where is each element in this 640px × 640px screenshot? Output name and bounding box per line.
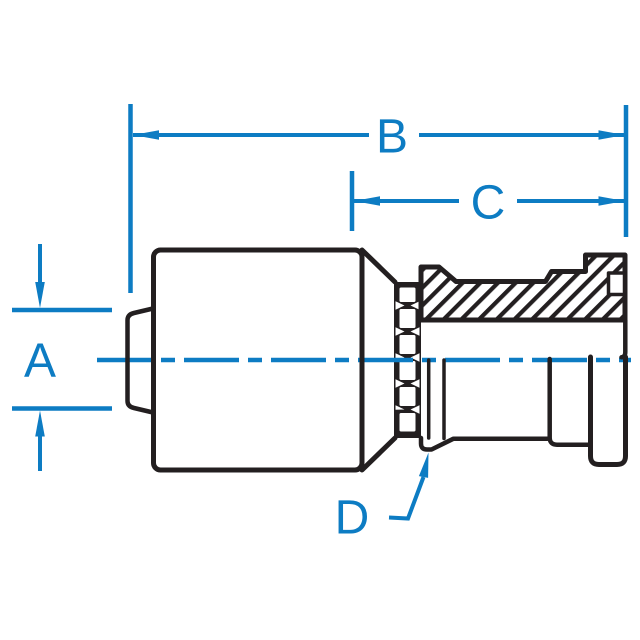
dimension-label-c: C <box>471 177 506 230</box>
oring-notch <box>606 271 627 297</box>
arrowhead-b-left <box>133 130 159 140</box>
arrowhead-b-right <box>598 130 625 140</box>
arrowhead-c-right <box>598 196 625 206</box>
fitting-body-outlines <box>125 247 628 473</box>
dimension-lines <box>12 104 629 521</box>
shell-outline <box>151 247 365 473</box>
arrowhead-c-left <box>354 196 380 206</box>
dimension-label-a: A <box>24 335 56 388</box>
nipple-outline <box>125 306 156 415</box>
skirt-outline <box>418 435 550 452</box>
flange-section-fill <box>421 255 625 320</box>
dimension-labels: A B C D <box>24 111 505 545</box>
flange-disc-outline <box>588 354 628 467</box>
hub-face-outline <box>547 356 591 447</box>
flange-face-edge <box>619 317 628 360</box>
arrowhead-a-up <box>35 410 45 437</box>
dimension-label-d: D <box>335 492 370 545</box>
arrowhead-d <box>418 452 429 478</box>
arrowhead-a-down <box>35 282 45 308</box>
flange-disc-fill <box>590 357 626 465</box>
serration-cells <box>399 287 416 432</box>
dimension-label-b: B <box>376 111 408 164</box>
cone-outline <box>359 247 398 473</box>
leader-line-d <box>388 476 426 521</box>
